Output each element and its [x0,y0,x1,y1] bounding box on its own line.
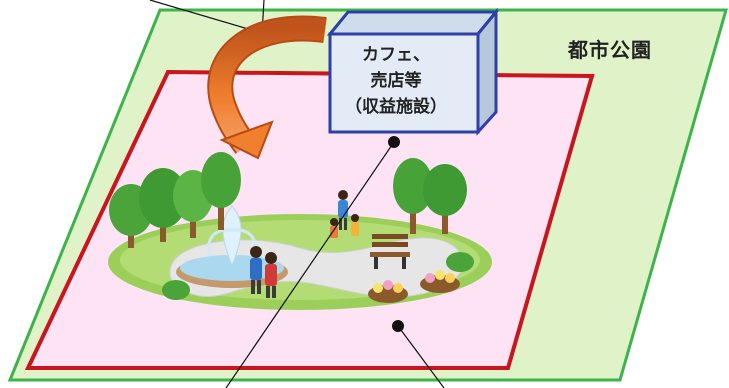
callout-line-facility [225,141,395,388]
facility-marker-dot [388,136,400,148]
urban-park-label: 都市公園 [568,38,652,62]
facility-box [326,7,500,136]
callout-line-site [397,325,445,388]
bench-icon [370,234,410,269]
facility-label: カフェ、 売店等 （収益施設） [328,42,464,120]
people-icon [250,190,359,298]
facility-label-line3: （収益施設） [345,97,447,117]
facility-label-line2: 売店等 [370,71,422,91]
curved-arrow-icon [207,15,327,160]
facility-label-line1: カフェ、 [362,45,430,65]
trees-left-icon [109,152,241,300]
trees-right-icon [393,158,474,272]
flower-bed-icon [368,270,460,303]
site-marker-dot [392,320,404,332]
